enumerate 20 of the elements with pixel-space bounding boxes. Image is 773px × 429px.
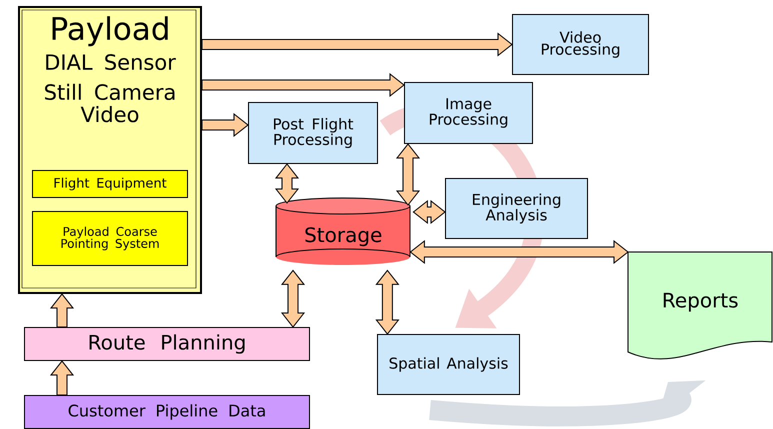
report-document: Reports	[628, 252, 772, 360]
equipment-box: Flight Equipment	[32, 170, 188, 198]
block-arrow	[202, 32, 513, 57]
block-arrow	[202, 112, 249, 138]
process-box: Video Processing	[512, 14, 649, 75]
block-arrow	[50, 360, 74, 396]
data-bar: Customer Pipeline Data	[24, 395, 310, 429]
block-arrow	[412, 200, 446, 224]
block-arrow	[375, 270, 400, 335]
block-arrow	[280, 270, 306, 328]
block-arrow	[410, 240, 629, 264]
process-box: Engineering Analysis	[445, 178, 588, 239]
process-box: Post Flight Processing	[248, 102, 378, 164]
storage-cylinder: Storage	[276, 198, 410, 265]
equipment-box: Payload Coarse Pointing System	[32, 211, 188, 266]
process-bar: Route Planning	[24, 327, 310, 361]
block-arrow	[202, 72, 405, 98]
process-box: Image Processing	[404, 82, 533, 144]
process-box: Spatial Analysis	[377, 334, 520, 395]
block-arrow	[50, 293, 74, 328]
